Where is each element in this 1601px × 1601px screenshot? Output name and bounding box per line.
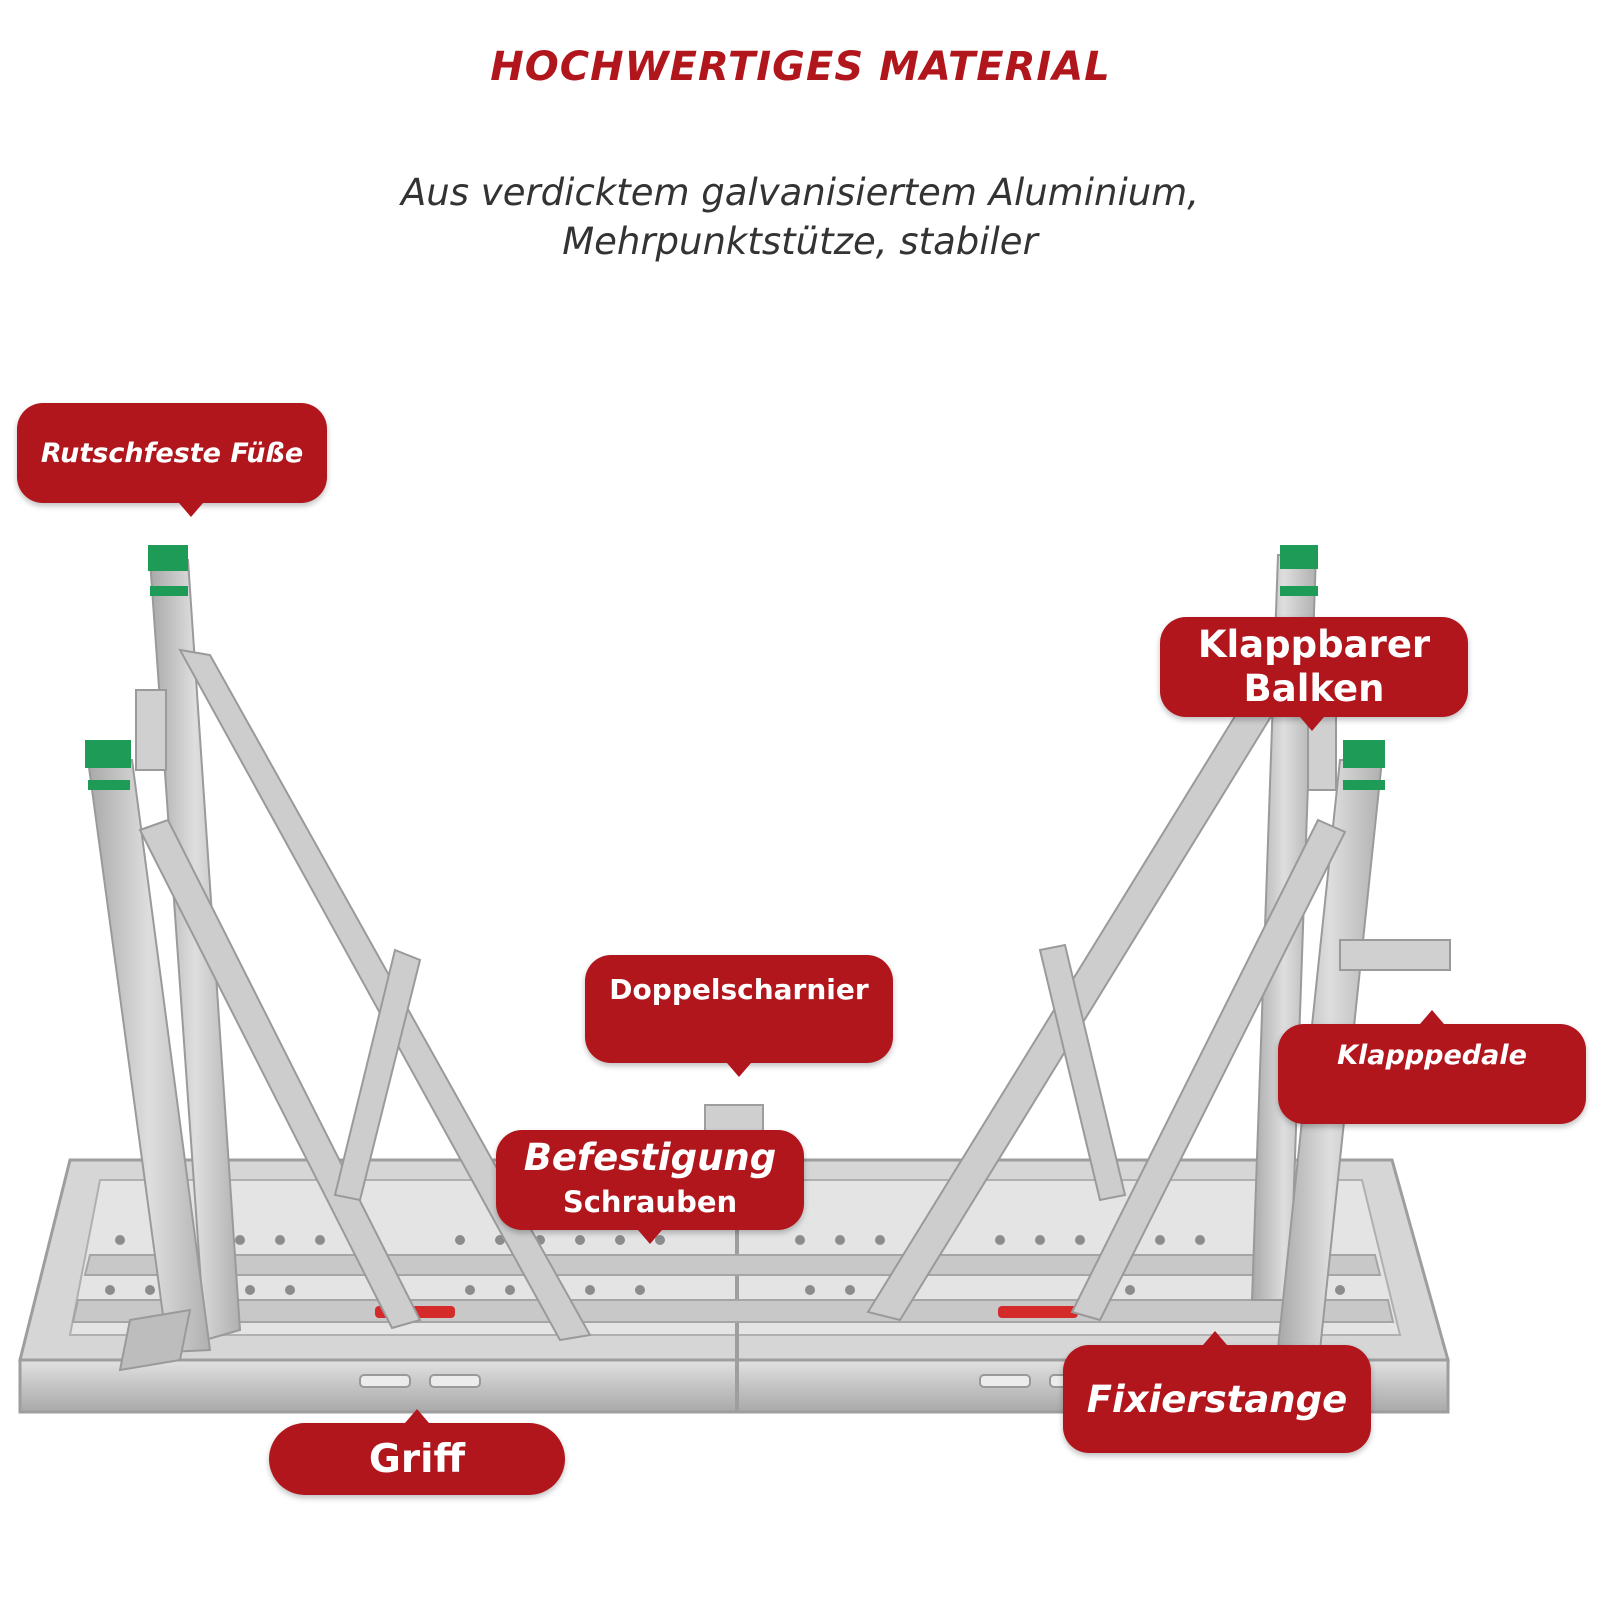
right-leg-assembly bbox=[866, 545, 1451, 1352]
callout-klapppedale: Klapppedale bbox=[1278, 1010, 1586, 1124]
page-title: HOCHWERTIGES MATERIAL bbox=[490, 44, 1111, 90]
subtitle: Aus verdicktem galvanisiertem Aluminium,… bbox=[300, 168, 1300, 266]
foot-cap-icon bbox=[148, 545, 188, 571]
callout-label: Klapppedale bbox=[1337, 1040, 1527, 1071]
callout-pointer bbox=[1420, 1010, 1444, 1024]
callout-befestigung-schrauben: Befestigung Schrauben bbox=[496, 1130, 804, 1244]
callout-doppelscharnier: Doppelscharnier bbox=[585, 955, 893, 1077]
left-leg-assembly bbox=[85, 545, 592, 1372]
callout-pointer bbox=[638, 1230, 662, 1244]
callout-label: Griff bbox=[368, 1436, 466, 1482]
callout-pointer bbox=[405, 1409, 429, 1423]
callout-label-line-1: Befestigung bbox=[523, 1136, 777, 1179]
callout-fixierstange: Fixierstange bbox=[1063, 1331, 1371, 1453]
callout-label-line-1: Klappbarer bbox=[1197, 623, 1431, 666]
callout-label-line-2: Schrauben bbox=[562, 1185, 738, 1219]
callout-pointer bbox=[1203, 1331, 1227, 1345]
callout-label: Fixierstange bbox=[1086, 1377, 1348, 1421]
foot-cap-icon bbox=[85, 740, 131, 768]
callout-pointer bbox=[727, 1063, 751, 1077]
callout-griff: Griff bbox=[269, 1409, 565, 1495]
callout-klappbarer-balken: Klappbarer Balken bbox=[1160, 617, 1468, 731]
foot-cap-icon bbox=[1280, 545, 1318, 569]
callout-label: Doppelscharnier bbox=[609, 973, 869, 1006]
callout-label-line-2: Balken bbox=[1243, 667, 1385, 710]
foot-cap-icon bbox=[1343, 740, 1385, 768]
callout-rutschfeste-fuesse: Rutschfeste Füße bbox=[17, 403, 327, 517]
callout-pointer bbox=[1300, 717, 1324, 731]
subtitle-line-2: Mehrpunktstütze, stabiler bbox=[562, 220, 1038, 263]
callout-pointer bbox=[179, 503, 203, 517]
subtitle-line-1: Aus verdicktem galvanisiertem Aluminium, bbox=[401, 171, 1199, 214]
callout-label: Rutschfeste Füße bbox=[40, 437, 304, 469]
